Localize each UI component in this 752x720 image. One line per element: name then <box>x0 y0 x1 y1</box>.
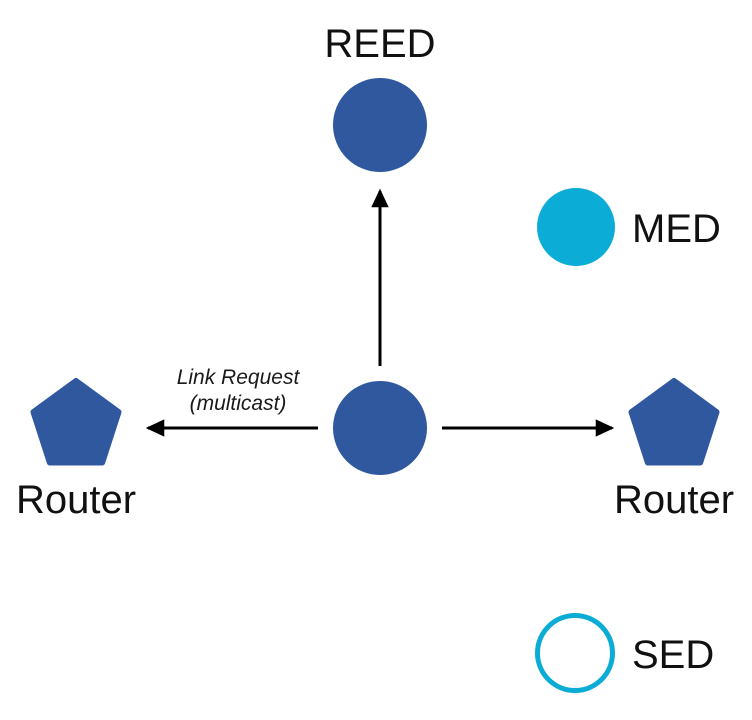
node-sed-circle[interactable] <box>535 613 615 693</box>
label-med: MED <box>632 207 721 251</box>
labels-group: REED MED SED Router Router Link Request … <box>16 22 734 677</box>
label-router-right: Router <box>614 478 734 522</box>
edge-label-link-request-line1: Link Request <box>177 366 301 389</box>
label-sed: SED <box>632 633 714 677</box>
edges-group <box>145 188 615 437</box>
node-med-circle[interactable] <box>537 188 615 266</box>
label-reed: REED <box>324 22 435 66</box>
edge-label-link-request-line2: (multicast) <box>190 392 287 415</box>
label-router-left: Router <box>16 478 136 522</box>
node-router-left-pentagon[interactable] <box>30 378 122 466</box>
node-router-right-pentagon[interactable] <box>628 378 720 466</box>
node-center-circle[interactable] <box>333 381 427 475</box>
nodes-group <box>30 78 720 693</box>
node-reed-circle[interactable] <box>333 78 427 172</box>
